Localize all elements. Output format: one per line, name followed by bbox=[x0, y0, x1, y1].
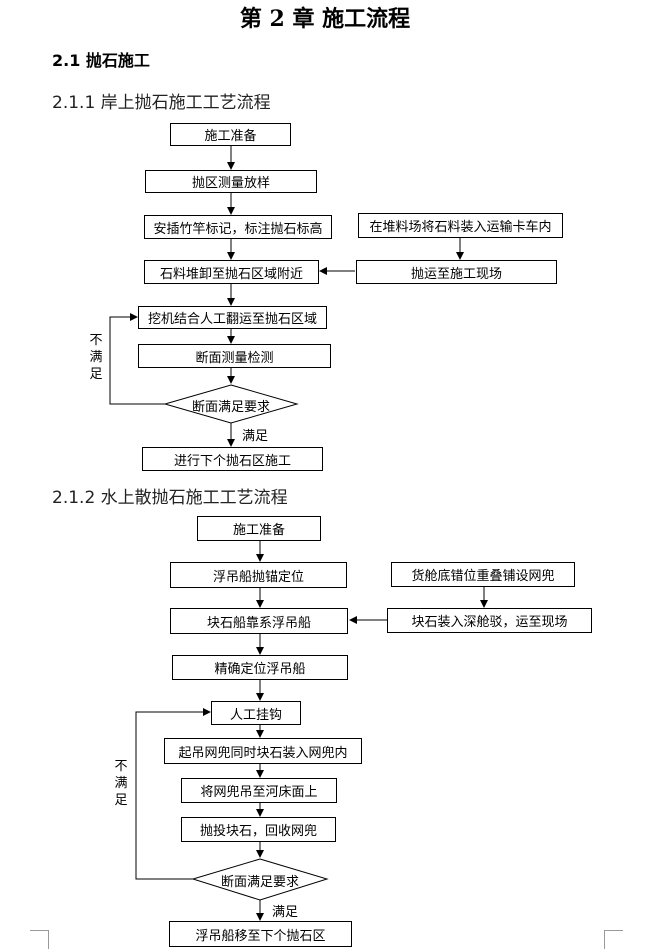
flow1-no-label: 不满足 bbox=[89, 333, 103, 382]
flow1-decision-label: 断面满足要求 bbox=[191, 400, 270, 415]
flow2-decision-label: 断面满足要求 bbox=[220, 875, 299, 890]
flow2-title: 2.1.2 水上散抛石施工工艺流程 bbox=[52, 488, 288, 508]
flow2-yes-label: 满足 bbox=[272, 905, 299, 920]
section-title: 2.1 抛石施工 bbox=[52, 51, 150, 70]
flow2-step-anchor: 浮吊船抛锚定位 bbox=[170, 562, 347, 588]
page-corner-mark bbox=[30, 930, 49, 949]
flow2-step-prepare: 施工准备 bbox=[197, 516, 321, 541]
flow1-step-load-truck: 在堆料场将石料装入运输卡车内 bbox=[358, 213, 563, 238]
flow2-step-lift: 起吊网兜同时块石装入网兜内 bbox=[164, 738, 362, 764]
flow2-step-lower: 将网兜吊至河床面上 bbox=[181, 778, 337, 803]
flow1-step-excavator: 挖机结合人工翻运至抛石区域 bbox=[138, 306, 327, 329]
flow2-step-move: 浮吊船移至下个抛石区 bbox=[169, 921, 352, 947]
flow2-step-moor: 块石船靠系浮吊船 bbox=[170, 608, 348, 634]
flow1-step-next-area: 进行下个抛石区施工 bbox=[142, 447, 323, 471]
flow1-yes-label: 满足 bbox=[242, 429, 269, 444]
flow1-step-unload: 石料堆卸至抛石区域附近 bbox=[144, 260, 319, 284]
flow1-step-prepare: 施工准备 bbox=[170, 123, 291, 146]
flow2-step-barge: 块石装入深舱驳，运至现场 bbox=[387, 608, 592, 633]
flow1-step-transport: 抛运至施工现场 bbox=[356, 260, 557, 284]
flow2-step-hook: 人工挂钩 bbox=[211, 701, 301, 725]
flow1-step-survey: 抛区测量放样 bbox=[145, 170, 317, 193]
page-corner-mark bbox=[604, 930, 623, 949]
chapter-title: 第 2 章 施工流程 bbox=[239, 6, 411, 32]
flow1-step-section-check: 断面测量检测 bbox=[138, 344, 331, 368]
flow1-step-marker: 安插竹竿标记，标注抛石标高 bbox=[144, 215, 332, 239]
flow2-step-lay-net: 货舱底错位重叠铺设网兜 bbox=[391, 562, 575, 587]
flow2-step-position: 精确定位浮吊船 bbox=[172, 655, 348, 680]
flow2-no-label: 不满足 bbox=[114, 759, 128, 808]
flow2-step-drop: 抛投块石，回收网兜 bbox=[181, 817, 336, 842]
flow1-title: 2.1.1 岸上抛石施工工艺流程 bbox=[52, 93, 271, 113]
